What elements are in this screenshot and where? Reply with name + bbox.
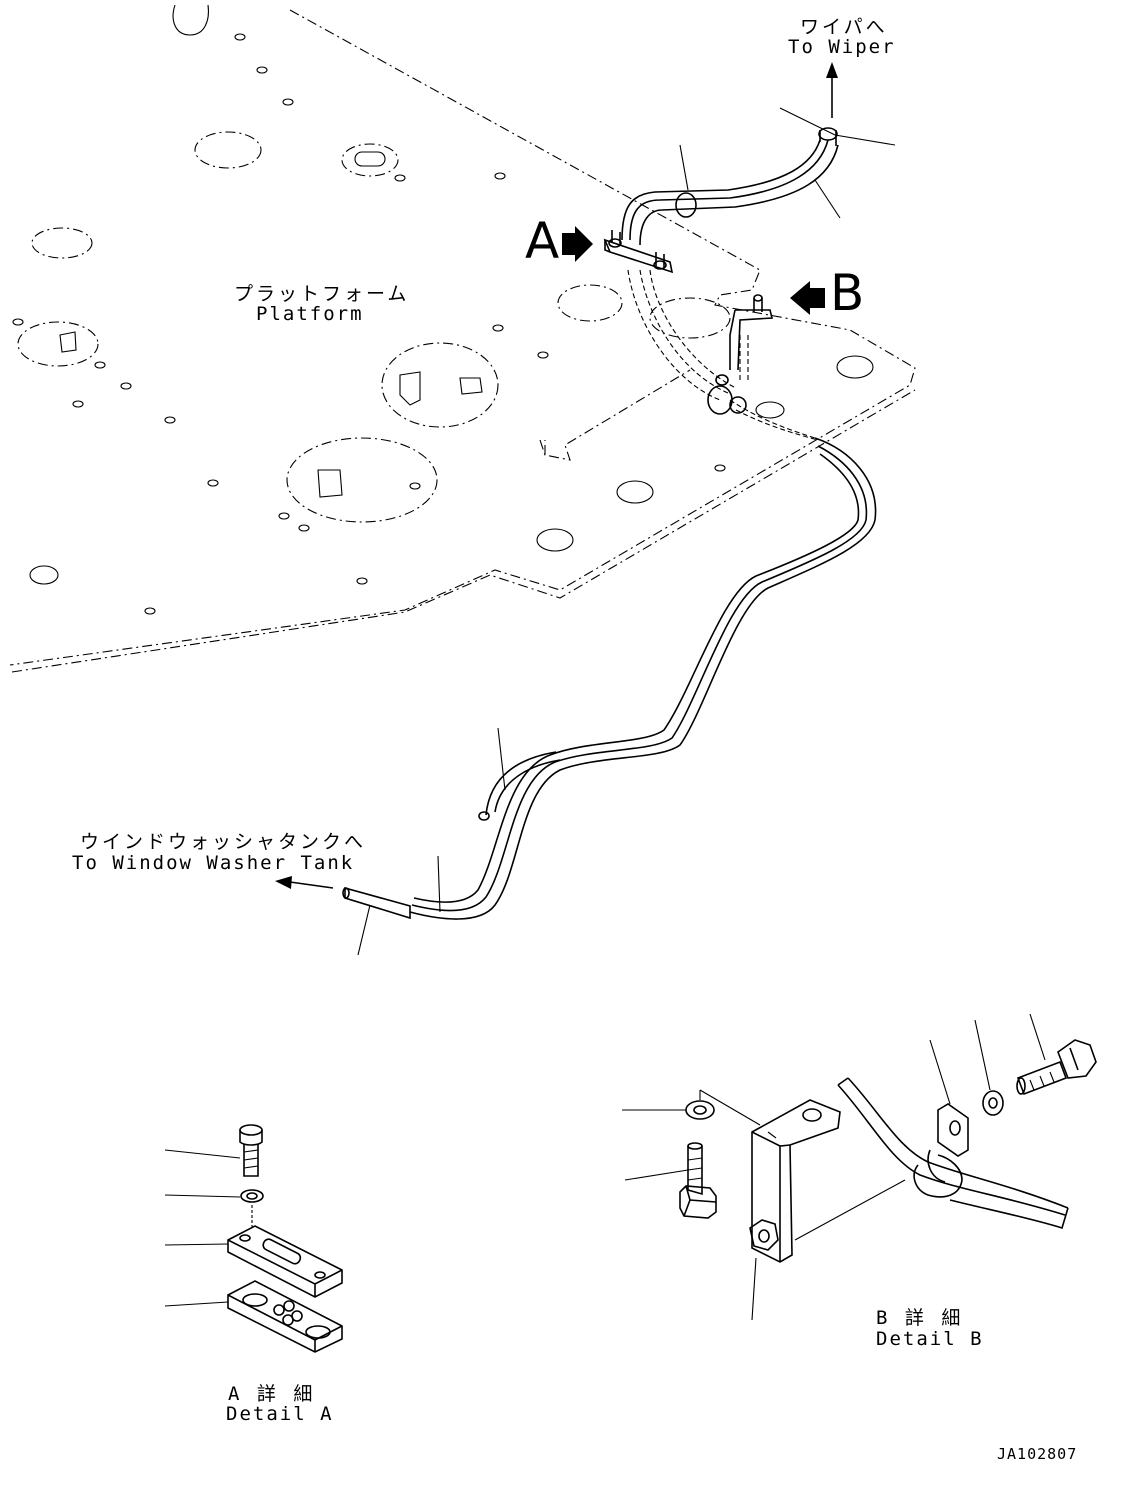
detail-a-title-en: Detail A — [226, 1403, 334, 1425]
platform-label-en: Platform — [256, 303, 364, 325]
leader-lines — [358, 108, 895, 955]
callout-label-b: B — [830, 264, 865, 322]
to-wiper-label-jp: ワイパへ — [800, 16, 888, 38]
detail-a-drawing — [165, 1125, 342, 1352]
to-wiper-label-en: To Wiper — [788, 36, 896, 58]
drawing-code: JA102807 — [997, 1445, 1078, 1463]
washer-tank-label-jp: ウインドウォッシャタンクへ — [80, 831, 367, 853]
detail-a-title-jp: A 詳 細 — [228, 1383, 316, 1405]
platform-holes — [13, 34, 873, 614]
detail-b-title-jp: B 詳 細 — [876, 1307, 964, 1329]
platform-outline — [10, 5, 915, 672]
washer-tank-label-en: To Window Washer Tank — [72, 852, 355, 874]
washer-hose — [343, 128, 876, 919]
callout-arrow-b — [790, 281, 825, 315]
detail-b-title-en: Detail B — [876, 1328, 984, 1350]
platform-label-jp: プラットフォーム — [234, 283, 410, 305]
to-wiper-arrow — [826, 62, 838, 118]
clamp-a-assembly — [605, 230, 672, 272]
callout-label-a: A — [525, 212, 560, 270]
to-tank-arrow — [275, 876, 333, 889]
bracket-b-assembly — [730, 295, 772, 370]
detail-b-drawing — [622, 1014, 1096, 1320]
callout-arrow-a — [562, 226, 593, 262]
